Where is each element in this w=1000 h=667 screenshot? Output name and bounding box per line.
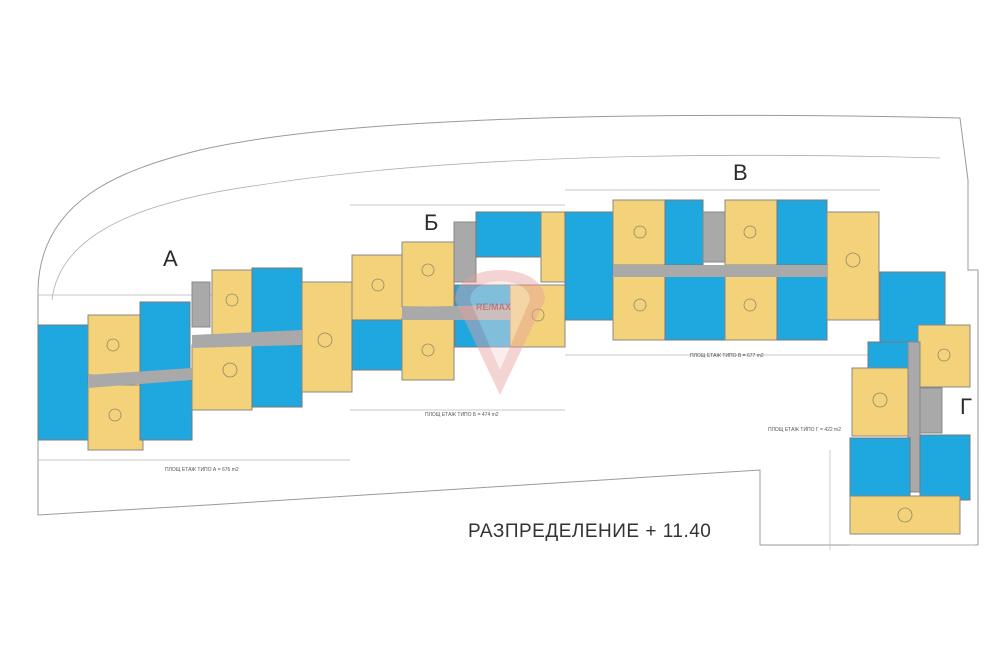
area-note-b: ПЛОЩ ЕТАЖ ТИПО Б = 474 m2 [425, 412, 499, 418]
section-label-v: В [733, 160, 748, 185]
site-boundary [37, 114, 979, 546]
section-b-building [351, 211, 566, 381]
area-note-g: ПЛОЩ ЕТАЖ ТИПО Г = 422 m2 [768, 427, 842, 433]
section-label-g: Г [960, 394, 972, 419]
area-note-v: ПЛОЩ ЕТАЖ ТИПО В = 677 m2 [690, 353, 764, 359]
section-v-building [564, 199, 880, 341]
inner-boundary [51, 154, 941, 301]
section-label-b: Б [424, 210, 439, 235]
section-a-building [37, 267, 353, 451]
area-note-a: ПЛОЩ ЕТАЖ ТИПО А = 676 m2 [165, 467, 239, 473]
section-g-building [849, 271, 971, 535]
section-label-a: А [163, 246, 178, 271]
page-title: РАЗПРЕДЕЛЕНИЕ + 11.40 [468, 521, 712, 542]
watermark-text: RE/MAX [476, 302, 512, 312]
furniture-marks [106, 225, 951, 523]
remax-watermark [455, 270, 545, 395]
